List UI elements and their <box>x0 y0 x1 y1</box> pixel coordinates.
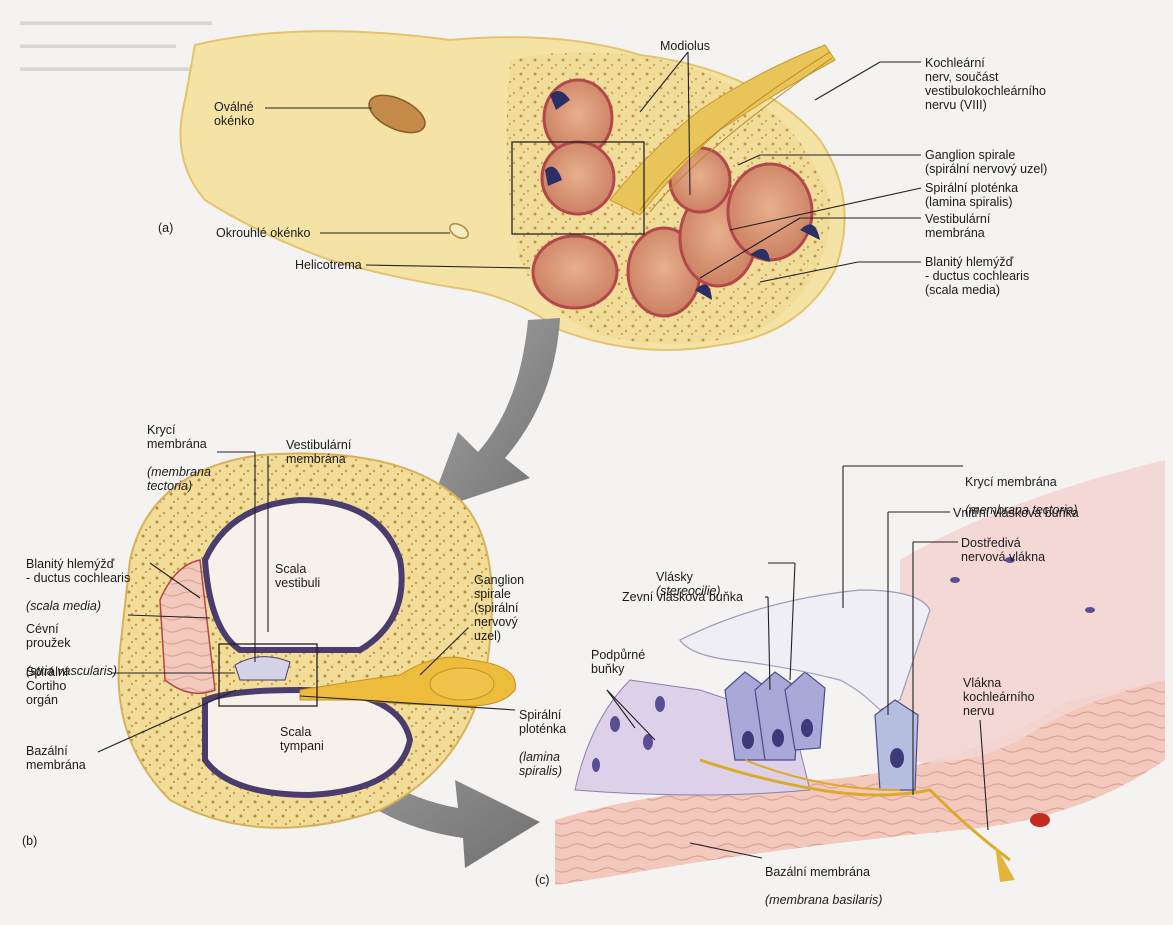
label-oval-window: Oválné okénko <box>214 100 254 128</box>
label-tectorial-b: Krycí membrána (membrana tectoria) <box>147 409 211 493</box>
label-lamina-b-title: Spirální ploténka <box>519 708 566 736</box>
label-modiolus: Modiolus <box>660 39 710 53</box>
label-round-window: Okrouhlé okénko <box>216 226 311 240</box>
label-basilar-c-latin: (membrana basilaris) <box>765 893 882 907</box>
label-stria-b-title: Cévní proužek <box>26 622 70 650</box>
label-helicotrema: Helicotrema <box>295 258 362 272</box>
label-inner-hair-cell: Vnitřní vlásková buňka <box>953 506 1079 520</box>
label-tectorial-b-latin: (membrana tectoria) <box>147 465 211 493</box>
outer-hair-cells <box>725 672 825 760</box>
label-basilar-b: Bazální membrána <box>26 744 86 772</box>
label-corti-b: Spirální Cortiho orgán <box>26 665 68 707</box>
label-basilar-c: Bazální membrána (membrana basilaris) <box>765 851 882 907</box>
label-lamina-b-latin: (lamina spiralis) <box>519 750 562 778</box>
panel-b-cross-section <box>119 453 516 827</box>
panel-c-letter: (c) <box>535 873 550 887</box>
panel-c-corti-organ <box>555 460 1165 885</box>
label-cochlear-fibers: Vlákna kochleárního nervu <box>963 676 1035 718</box>
label-tectorial-b-title: Krycí membrána <box>147 423 207 451</box>
label-cochlear-nerve: Kochleární nerv, součást vestibulokochle… <box>925 56 1046 112</box>
label-supporting-cells: Podpůrné buňky <box>591 648 645 676</box>
label-ductus-b-title: Blanitý hlemýžď - ductus cochlearis <box>26 557 130 585</box>
label-scala-tympani: Scala tympani <box>280 725 324 753</box>
label-outer-hair-cell: Zevní vlásková buňka <box>622 590 743 604</box>
inner-hair-cell <box>875 700 918 790</box>
panel-a-cochlea <box>181 31 845 350</box>
label-ganglion-spirale-a: Ganglion spirale (spirální nervový uzel) <box>925 148 1047 176</box>
label-lamina-spiralis-a: Spirální ploténka (lamina spiralis) <box>925 181 1018 209</box>
label-basilar-c-title: Bazální membrána <box>765 865 870 879</box>
panel-b-letter: (b) <box>22 834 37 848</box>
label-tectorial-c-title: Krycí membrána <box>965 475 1057 489</box>
panel-a-letter: (a) <box>158 221 173 235</box>
label-ganglion-b: Ganglion spirale (spirální nervový uzel) <box>474 573 524 643</box>
label-ductus-cochlearis-a: Blanitý hlemýžď - ductus cochlearis (sca… <box>925 255 1029 297</box>
label-scala-vestibuli: Scala vestibuli <box>275 562 320 590</box>
label-vestibular-membrane-a: Vestibulární membrána <box>925 212 990 240</box>
label-lamina-b: Spirální ploténka (lamina spiralis) <box>519 694 566 778</box>
label-stereocilia-title: Vlásky <box>656 570 693 584</box>
label-vestibular-membrane-b: Vestibulární membrána <box>286 438 351 466</box>
label-afferent-fibers: Dostředivá nervová vlákna <box>961 536 1045 564</box>
label-ductus-b: Blanitý hlemýžď - ductus cochlearis (sca… <box>26 543 130 613</box>
arrow-a-to-b <box>428 318 560 512</box>
